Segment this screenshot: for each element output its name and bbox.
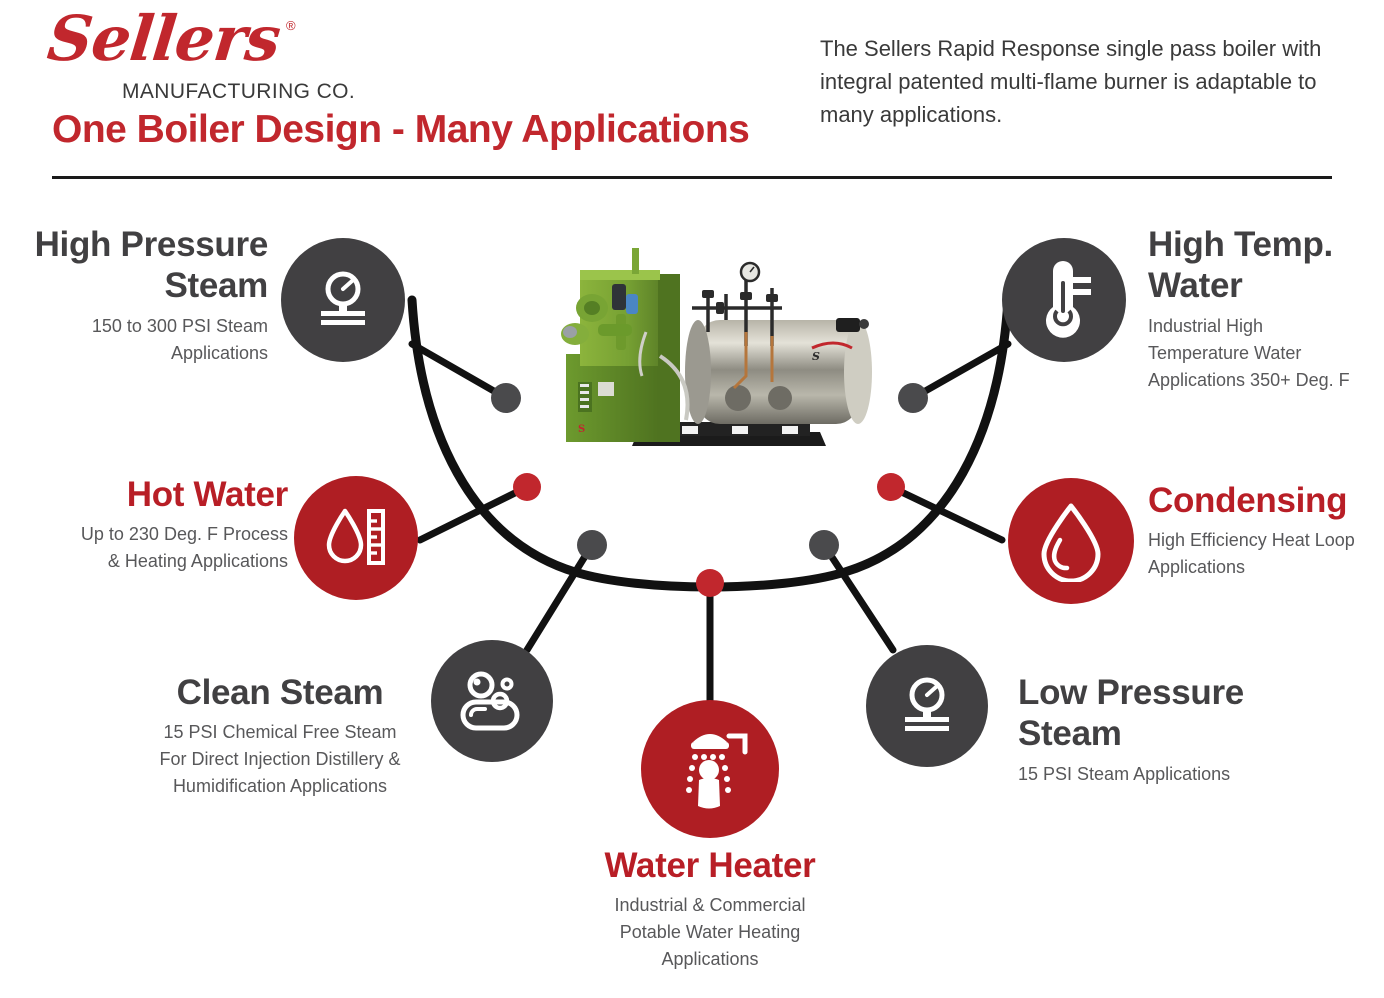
spoke-condensing [887,483,1006,544]
badge-high-temp-water[interactable] [1002,238,1126,362]
label-high-pressure-steam: High Pressure Steam 150 to 300 PSI Steam… [0,224,269,367]
thermometer-icon [1046,261,1091,338]
pressure-gauge-icon [321,271,365,325]
badge-hot-water[interactable] [294,476,418,600]
badge-condensing[interactable] [1008,478,1134,604]
label-clean-steam: Clean Steam 15 PSI Chemical Free Steam F… [150,672,410,800]
shower-person-icon [686,733,748,809]
logo-subtitle: MANUFACTURING CO. [122,80,356,103]
label-condensing: Condensing High Efficiency Heat Loop App… [1148,480,1384,581]
label-low-pressure-steam: Low Pressure Steam 15 PSI Steam Applicat… [1018,672,1318,788]
node-condensing [877,473,905,501]
node-low-pressure-steam [809,530,839,560]
node-high-pressure-steam [491,383,521,413]
badge-high-pressure-steam[interactable] [281,238,405,362]
svg-text:S: S [812,350,820,363]
spoke-clean-steam [523,541,596,654]
badge-low-pressure-steam[interactable] [866,645,988,767]
title-high-pressure-steam: High Pressure Steam [34,225,269,306]
water-drop-icon [1041,503,1101,582]
header-divider [52,176,1332,179]
spoke-high-pressure-steam [408,340,510,402]
pressure-gauge-icon [905,677,949,731]
soap-bubbles-icon [460,671,520,731]
desc-low-pressure-steam: 15 PSI Steam Applications [1018,763,1231,784]
node-clean-steam [577,530,607,560]
spoke-low-pressure-steam [820,541,897,654]
label-high-temp-water: High Temp. Water Industrial High Tempera… [1148,224,1384,394]
label-hot-water: Hot Water Up to 230 Deg. F Process & Hea… [10,474,288,575]
desc-hot-water: Up to 230 Deg. F Process & Heating Appli… [80,524,288,572]
sellers-logo: Sellers ® MANUFACTURING CO. [44,2,388,104]
title-condensing: Condensing [1148,481,1348,520]
spoke-hot-water [416,483,531,544]
node-water-heater [696,569,724,597]
title-water-heater: Water Heater [604,846,816,885]
node-hot-water [513,473,541,501]
water-drop-thermometer-icon [326,508,385,565]
logo-wordmark: Sellers [44,2,284,75]
title-clean-steam: Clean Steam [176,673,384,712]
desc-condensing: High Efficiency Heat Loop Applications [1148,530,1355,578]
svg-text:S: S [578,424,585,435]
badge-water-heater[interactable] [641,700,779,838]
desc-high-temp-water: Industrial High Temperature Water Applic… [1148,315,1350,390]
badge-clean-steam[interactable] [431,640,553,762]
intro-paragraph: The Sellers Rapid Response single pass b… [820,36,1322,127]
desc-clean-steam: 15 PSI Chemical Free Steam For Direct In… [159,722,401,797]
boiler-product-image: S S [561,248,872,446]
page-title: One Boiler Design - Many Applications [52,108,750,151]
desc-water-heater: Industrial & Commercial Potable Water He… [614,895,806,970]
title-high-temp-water: High Temp. Water [1148,225,1333,306]
title-hot-water: Hot Water [126,475,289,514]
desc-high-pressure-steam: 150 to 300 PSI Steam Applications [91,315,268,363]
spoke-high-temp-water [909,340,1012,402]
title-low-pressure-steam: Low Pressure Steam [1018,673,1244,754]
label-water-heater: Water Heater Industrial & Commercial Pot… [570,845,850,973]
node-high-temp-water [898,383,928,413]
registered-trademark-icon: ® [286,18,296,33]
